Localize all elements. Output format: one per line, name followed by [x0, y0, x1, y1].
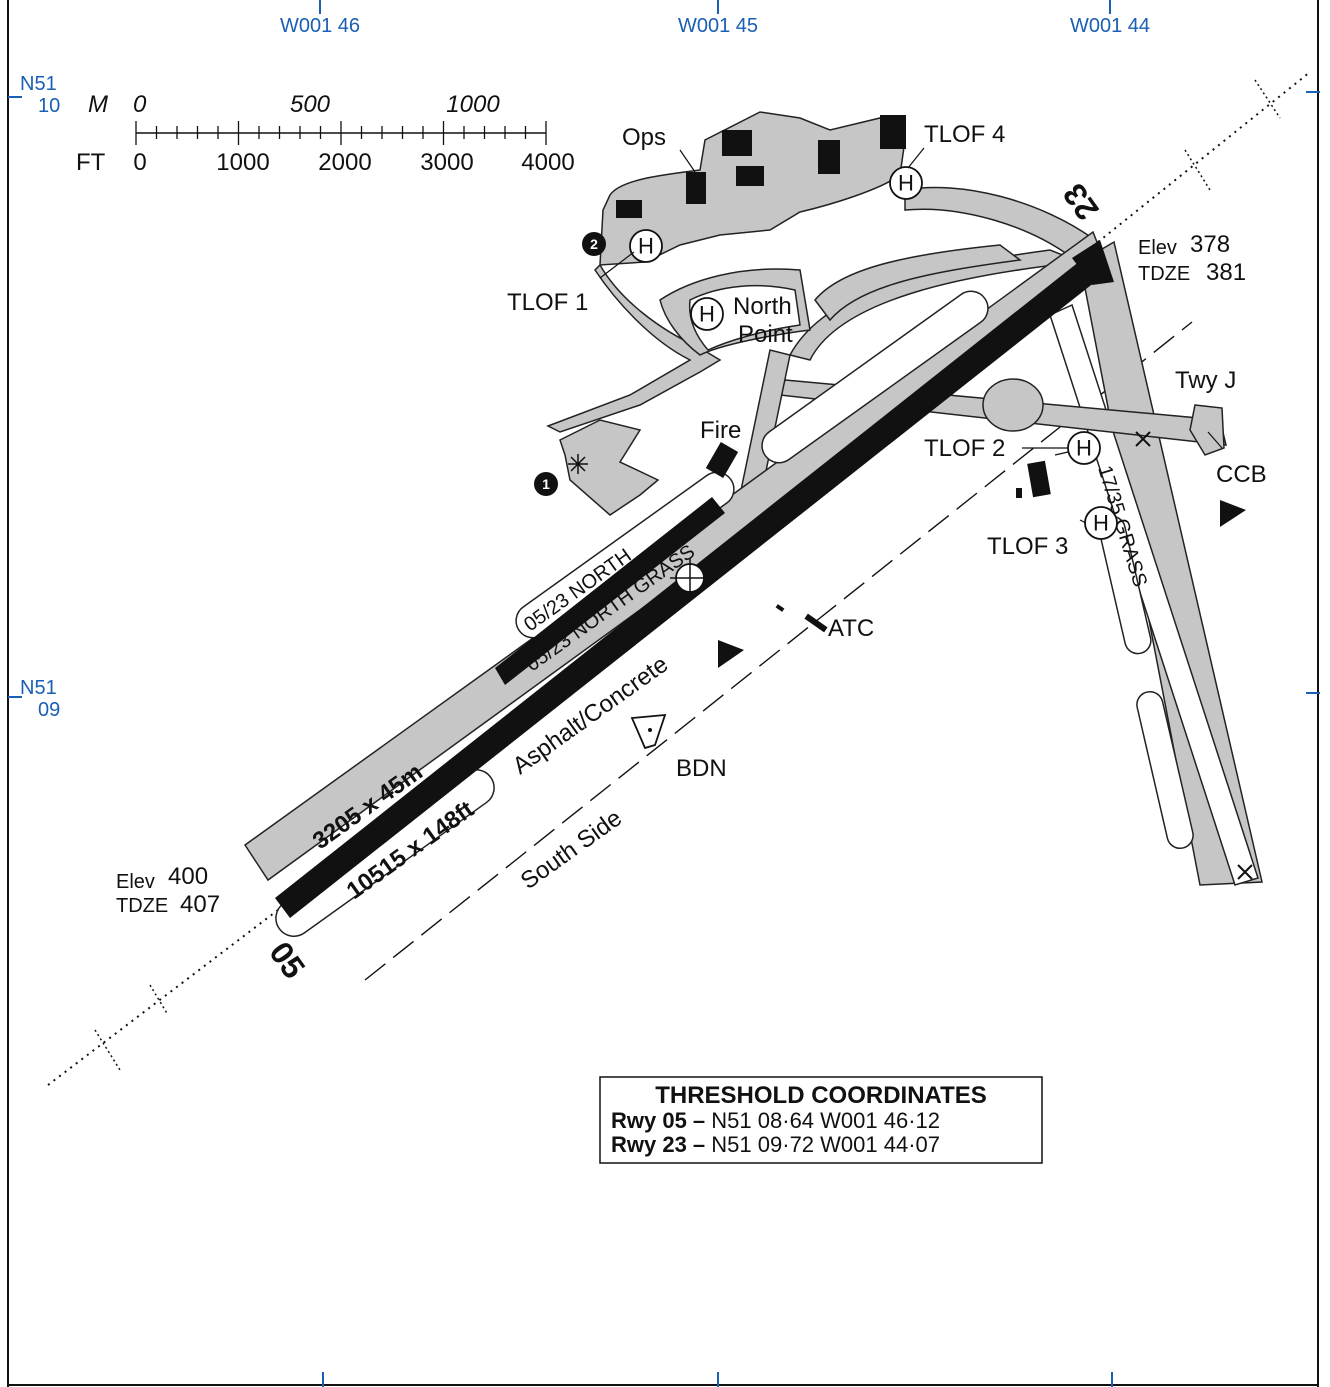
helipad-tlof-4: H — [889, 166, 923, 200]
tlof-4-label: TLOF 4 — [924, 121, 1005, 148]
buildings — [616, 115, 1051, 633]
threshold-coords-05: N51 08·64 W001 46·12 — [711, 1108, 940, 1133]
scale-ft-0: 0 — [133, 149, 146, 176]
atc-tower — [804, 613, 828, 633]
bdn-label: BDN — [676, 755, 727, 782]
tlof-2-building — [1027, 460, 1051, 498]
closed-markings — [1135, 431, 1253, 880]
grid-label-n51-10-deg: N51 — [20, 73, 57, 95]
runway-05-designator: 05 — [262, 935, 312, 985]
extended-centreline-dashes — [364, 321, 1193, 981]
scale-m-1000: 1000 — [446, 91, 500, 118]
tlof-3-label: TLOF 3 — [987, 533, 1068, 560]
light-beacon-icon — [568, 454, 588, 474]
threshold-title: THRESHOLD COORDINATES — [655, 1082, 987, 1109]
south-side-label: South Side — [516, 805, 627, 895]
ndb-beacon-icon — [630, 713, 667, 750]
threshold-coordinates-box: THRESHOLD COORDINATES Rwy 05 – N51 08·64… — [599, 1076, 1043, 1164]
scale-ft-2000: 2000 — [318, 149, 371, 176]
rwy23-tdze-value: 381 — [1206, 259, 1246, 286]
grid-labels: W001 46 W001 45 W001 44 N51 10 N51 09 — [20, 15, 1150, 721]
ccb-label: CCB — [1216, 461, 1267, 488]
helipad-tlof-3: H — [1084, 506, 1118, 540]
fire-station — [705, 442, 739, 478]
svg-text:H: H — [638, 234, 654, 259]
scale-m-0: 0 — [133, 91, 147, 118]
runway-23-designator: 23 — [1056, 177, 1106, 227]
svg-text:H: H — [898, 171, 914, 196]
helipad-north-point: H — [690, 297, 724, 331]
scale-bar: M FT 0 500 1000 0 1000 2000 3000 4000 — [76, 91, 575, 176]
leader-lines — [599, 147, 1223, 524]
rwy05-tdze-label: TDZE — [116, 895, 168, 917]
svg-text:2: 2 — [590, 236, 598, 252]
runway-05-23-complex — [243, 230, 1114, 937]
svg-text:H: H — [1093, 511, 1109, 536]
note-marker-2: 2 — [582, 232, 606, 256]
rwy05-elevation: Elev 400 TDZE 407 — [116, 863, 220, 918]
grid-label-w00146: W001 46 — [280, 15, 360, 37]
scale-ft-3000: 3000 — [420, 149, 473, 176]
cross-runway-17-35: 17/35 GRASS — [1049, 240, 1263, 886]
scale-ft-1000: 1000 — [216, 149, 269, 176]
scale-ft-4000: 4000 — [521, 149, 574, 176]
windsock-icon — [718, 640, 744, 668]
approach-lighting — [47, 71, 1311, 1086]
svg-text:H: H — [699, 302, 715, 327]
atc-label: ATC — [828, 615, 874, 642]
windsock-icon — [1220, 500, 1246, 527]
grid-label-n51-09-min: 09 — [38, 699, 60, 721]
fire-label: Fire — [700, 417, 741, 444]
ops-building — [686, 172, 706, 204]
tlof-2-label: TLOF 2 — [924, 435, 1005, 462]
rwy23-tdze-label: TDZE — [1138, 263, 1190, 285]
rwy05-elev-label: Elev — [116, 871, 155, 893]
scale-unit-metres: M — [88, 91, 108, 118]
scale-unit-feet: FT — [76, 149, 106, 176]
svg-text:H: H — [1076, 436, 1092, 461]
note-marker-1: 1 — [534, 472, 558, 496]
scale-m-500: 500 — [290, 91, 331, 118]
ops-label: Ops — [622, 124, 666, 151]
rwy05-tdze-value: 407 — [180, 891, 220, 918]
rwy23-elevation: Elev 378 TDZE 381 — [1138, 231, 1246, 286]
grid-label-w00145: W001 45 — [678, 15, 758, 37]
grid-label-n51-10-min: 10 — [38, 95, 60, 117]
north-point-label-1: North — [733, 293, 792, 320]
threshold-rwy-23: Rwy 23 – — [611, 1132, 705, 1157]
chart-frame — [7, 0, 1320, 1387]
threshold-row-05: Rwy 05 – N51 08·64 W001 46·12 — [611, 1108, 940, 1133]
windsocks — [718, 500, 1246, 668]
north-point-label-2: Point — [738, 321, 793, 348]
rwy23-elev-label: Elev — [1138, 237, 1177, 259]
runway-05-23-north-surface — [495, 497, 725, 685]
helipad-tlof-1: H — [629, 229, 663, 263]
rwy23-elev-value: 378 — [1190, 231, 1230, 258]
threshold-rwy-05: Rwy 05 – — [611, 1108, 705, 1133]
svg-text:1: 1 — [542, 476, 550, 492]
threshold-coords-23: N51 09·72 W001 44·07 — [711, 1132, 940, 1157]
threshold-row-23: Rwy 23 – N51 09·72 W001 44·07 — [611, 1132, 940, 1157]
twy-j-label-text: Twy J — [1175, 367, 1236, 394]
helipad-tlof-2: H — [1067, 431, 1101, 465]
grid-label-n51-09-deg: N51 — [20, 677, 57, 699]
rwy05-elev-value: 400 — [168, 863, 208, 890]
grid-label-w00144: W001 44 — [1070, 15, 1150, 37]
runway-reference-point — [670, 558, 710, 598]
tlof-1-label: TLOF 1 — [507, 289, 588, 316]
